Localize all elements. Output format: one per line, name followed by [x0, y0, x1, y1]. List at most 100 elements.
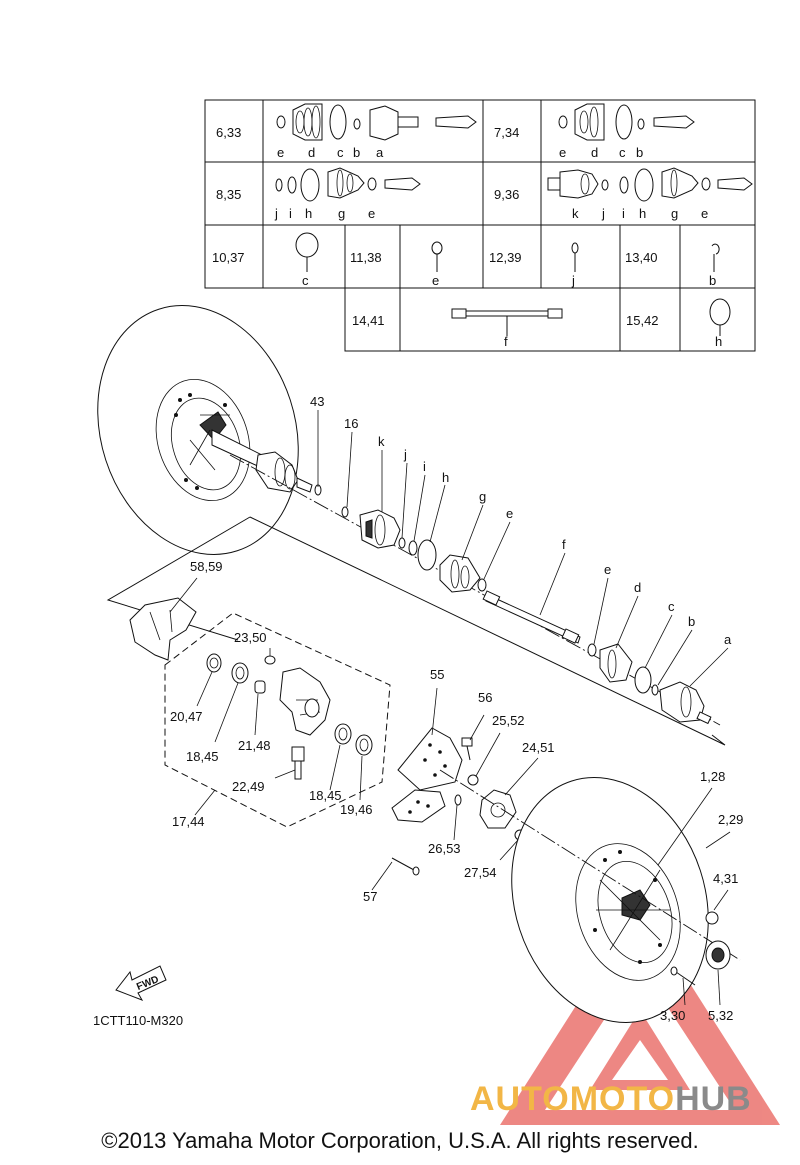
circlip-b-icon: b — [709, 243, 720, 288]
row2-cell1-letters: j i h g e — [274, 206, 375, 221]
letter-i: i — [289, 206, 292, 221]
axle-shaft-f — [482, 590, 581, 644]
letter-h: h — [639, 206, 646, 221]
washer-26-53 — [454, 794, 462, 806]
cv-joint-inner-assembly-icon — [547, 167, 753, 202]
cv-joint-inner-k — [359, 509, 401, 549]
letter-h: h — [305, 206, 312, 221]
logo-part1: AUTOMOTO — [470, 1080, 676, 1118]
hub-24-51 — [479, 789, 517, 829]
letter-j: j — [571, 273, 575, 288]
callout-23-50: 23,50 — [234, 630, 267, 645]
callout-a: a — [724, 632, 732, 647]
callout-55: 55 — [430, 667, 444, 682]
bracket-58-59 — [129, 597, 197, 661]
callout-e: e — [604, 562, 611, 577]
band-c-icon: c — [295, 232, 319, 288]
ref-13-40: 13,40 — [625, 250, 658, 265]
ref-10-37: 10,37 — [212, 250, 245, 265]
letter-i: i — [622, 206, 625, 221]
cap-5-32 — [705, 940, 731, 970]
ref-11-38: 11,38 — [350, 250, 382, 265]
callout-g: g — [479, 489, 486, 504]
upper-cv-joint — [255, 451, 322, 496]
letter-k: k — [572, 206, 579, 221]
callout-18-45: 18,45 — [309, 788, 342, 803]
bearing-18-45b — [334, 723, 352, 745]
callout-labels: 43 16 k j i h g e f e d c b a 58,59 23,5… — [170, 394, 743, 1023]
letter-d: d — [591, 145, 598, 160]
callout-17-44: 17,44 — [172, 814, 205, 829]
letter-c: c — [337, 145, 344, 160]
cv-joint-outer-assembly-icon — [276, 103, 477, 141]
letter-e: e — [368, 206, 375, 221]
boot-kit-outer-icon — [558, 103, 695, 141]
letter-h: h — [715, 334, 722, 349]
callout-k: k — [378, 434, 385, 449]
callout-19-46: 19,46 — [340, 802, 373, 817]
boot-d — [599, 643, 633, 683]
collar-21-48 — [254, 680, 266, 694]
ref-6-33: 6,33 — [216, 125, 241, 140]
upper-wheel-tire — [97, 305, 299, 555]
callout-24-51: 24,51 — [522, 740, 555, 755]
letter-d: d — [308, 145, 315, 160]
ref-9-36: 9,36 — [494, 187, 519, 202]
callout-1-28: 1,28 — [700, 769, 725, 784]
knuckle — [279, 667, 331, 736]
callout-2-29: 2,29 — [718, 812, 743, 827]
callout-16: 16 — [344, 416, 358, 431]
callout-25-52: 25,52 — [492, 713, 525, 728]
centerline-lower-shaft — [439, 769, 741, 961]
assembly-boundary — [106, 516, 251, 641]
ref-7-34: 7,34 — [494, 125, 519, 140]
letter-c: c — [302, 273, 309, 288]
letter-f: f — [504, 334, 508, 349]
diagram-code: 1CTT110-M320 — [93, 1013, 183, 1028]
callout-27-54: 27,54 — [464, 865, 497, 880]
circlip-e-icon: e — [431, 241, 443, 288]
band-c — [634, 666, 652, 694]
lower-wheel-tire — [511, 777, 709, 1023]
letter-g: g — [338, 206, 345, 221]
callout-i: i — [423, 459, 426, 474]
cv-joint-outer-a — [659, 681, 712, 725]
letter-e: e — [559, 145, 566, 160]
nut-25-52 — [467, 774, 479, 786]
circlip-b — [651, 684, 659, 696]
callout-4-31: 4,31 — [713, 871, 738, 886]
callout-5-32: 5,32 — [708, 1008, 733, 1023]
callout-18-45: 18,45 — [186, 749, 219, 764]
callout-e: e — [506, 506, 513, 521]
logo-part2: HUB — [675, 1080, 752, 1118]
letter-b: b — [709, 273, 716, 288]
ref-15-42: 15,42 — [626, 313, 659, 328]
circlip-23-50 — [264, 655, 276, 665]
callout-h: h — [442, 470, 449, 485]
letter-a: a — [376, 145, 384, 160]
row1-cell2-letters: e d c b — [559, 145, 643, 160]
circlip-16 — [341, 506, 349, 518]
band-e-upper — [477, 578, 487, 592]
letter-c: c — [619, 145, 626, 160]
copyright-notice: ©2013 Yamaha Motor Corporation, U.S.A. A… — [101, 1128, 699, 1153]
callout-26-53: 26,53 — [428, 841, 461, 856]
bolt-57 — [391, 857, 420, 876]
circlip-j — [398, 537, 406, 549]
letter-e: e — [701, 206, 708, 221]
boot-kit-inner-icon — [275, 167, 421, 202]
callout-3-30: 3,30 — [660, 1008, 685, 1023]
letter-e: e — [432, 273, 439, 288]
letter-g: g — [671, 206, 678, 221]
boot-g — [439, 554, 481, 593]
row1-cell1-letters: e d c b a — [277, 145, 384, 160]
letter-j: j — [274, 206, 278, 221]
callout-43: 43 — [310, 394, 324, 409]
guard-55 — [391, 727, 463, 823]
nut-4-31 — [705, 911, 719, 925]
parts-table: 6,33 7,34 8,35 9,36 10,37 11,38 12,39 13… — [204, 99, 756, 352]
callout-20-47: 20,47 — [170, 709, 203, 724]
letter-e: e — [277, 145, 284, 160]
callout-b: b — [688, 614, 695, 629]
